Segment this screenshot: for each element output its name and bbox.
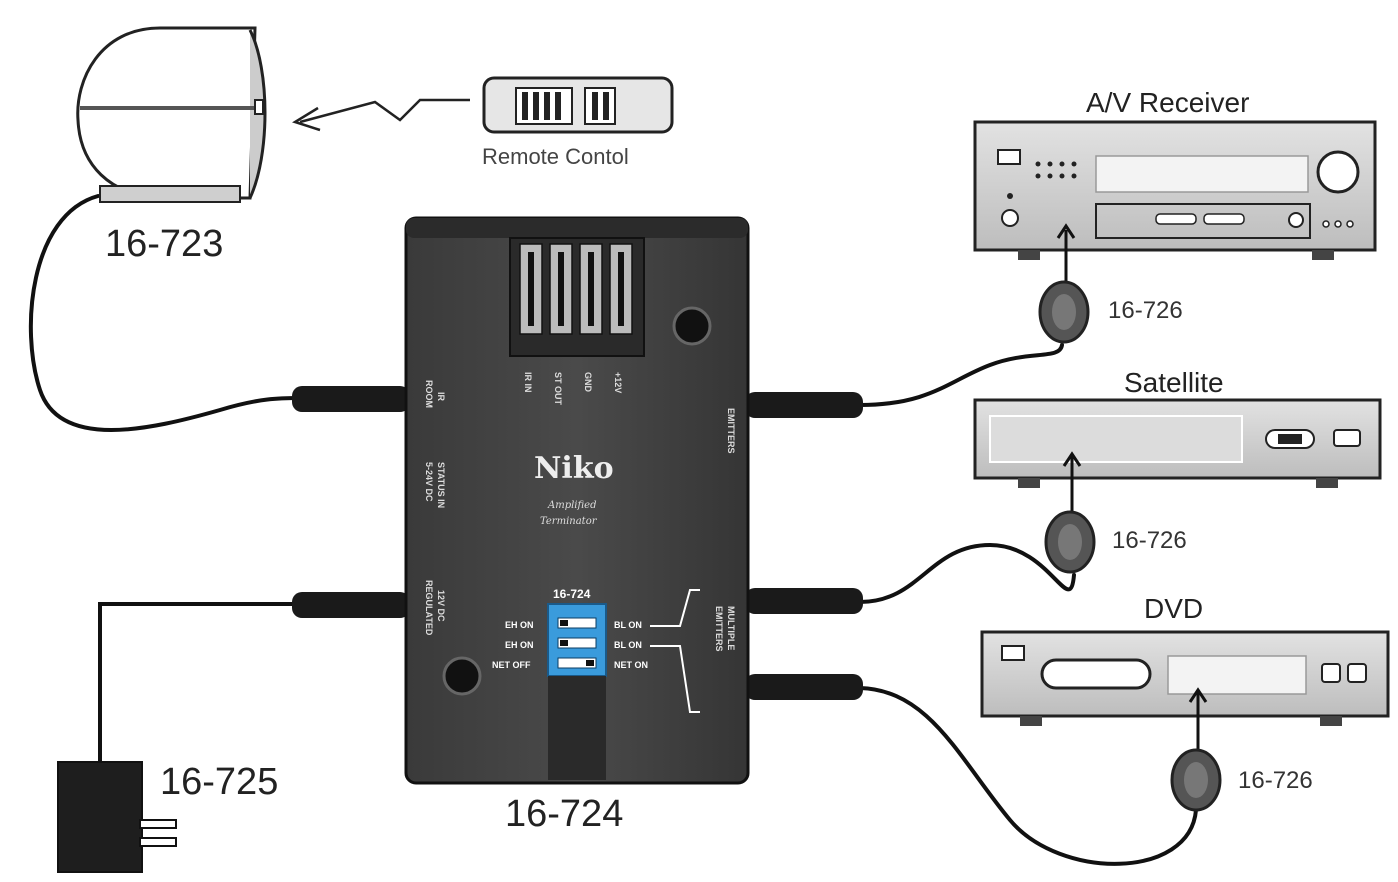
ir-receiver-part-label: 16-723 xyxy=(105,223,223,265)
hub-subtitle-2: Terminator xyxy=(540,516,598,527)
emitter-av-receiver-label: 16-726 xyxy=(1108,297,1183,324)
hub-jack-bottom xyxy=(442,656,482,696)
hub-part-label: 16-724 xyxy=(505,793,623,835)
device-satellite: Satellite 16-726 xyxy=(973,367,1382,574)
ir-receiver: 16-723 xyxy=(76,26,267,265)
hub-left-plugs xyxy=(292,386,410,618)
switch-title: 16-724 xyxy=(553,587,591,601)
remote-control: Remote Contol xyxy=(482,76,674,169)
device-dvd-name: DVD xyxy=(1144,593,1203,624)
cable-emitter-satellite xyxy=(858,542,1076,604)
dip-switch-2[interactable] xyxy=(557,637,597,649)
port-label-ir: IR xyxy=(436,392,446,402)
emitter-dvd: 16-726 xyxy=(1170,687,1313,812)
switch-right-3: NET ON xyxy=(614,660,648,670)
switch-right-1: BL ON xyxy=(614,620,642,630)
cable-ir-receiver xyxy=(28,194,302,432)
port-label-status-2: 5-24V DC xyxy=(424,462,434,502)
hub-brand-logo: Niko xyxy=(534,451,614,486)
device-dvd: DVD 16-726 xyxy=(980,593,1390,812)
hub-jack-top xyxy=(672,306,712,346)
cable-emitter-dvd xyxy=(858,686,1198,866)
cable-power xyxy=(98,602,302,764)
hub-subtitle-1: Amplified xyxy=(547,500,597,511)
port-label-power-2: REGULATED xyxy=(424,580,434,636)
terminal-label-1: IR IN xyxy=(523,372,533,393)
cables xyxy=(28,194,1198,866)
dip-switch-1[interactable] xyxy=(557,617,597,629)
port-label-room: ROOM xyxy=(424,380,434,408)
switch-right-2: BL ON xyxy=(614,640,642,650)
remote-control-label: Remote Contol xyxy=(482,144,629,169)
device-av-receiver: A/V Receiver 16-726 xyxy=(973,87,1377,344)
port-label-emitters: EMITTERS xyxy=(726,408,736,454)
port-label-status-1: STATUS IN xyxy=(436,462,446,508)
switch-left-1: EH ON xyxy=(505,620,534,630)
dip-switch-3[interactable] xyxy=(557,657,597,669)
cable-emitter-receiver xyxy=(858,343,1064,407)
device-satellite-name: Satellite xyxy=(1124,367,1224,398)
port-label-multiple-1: MULTIPLE xyxy=(726,606,736,650)
switch-left-3: NET OFF xyxy=(492,660,531,670)
emitter-satellite: 16-726 xyxy=(1044,451,1187,574)
port-label-power-1: 12V DC xyxy=(436,590,446,622)
power-supply-part-label: 16-725 xyxy=(160,761,278,803)
switch-left-2: EH ON xyxy=(505,640,534,650)
device-av-receiver-name: A/V Receiver xyxy=(1086,87,1249,118)
terminal-label-2: ST OUT xyxy=(553,372,563,406)
emitter-av-receiver: 16-726 xyxy=(1038,223,1183,344)
power-supply: 16-725 xyxy=(57,761,278,873)
port-label-multiple-2: EMITTERS xyxy=(714,606,724,652)
terminal-label-3: GND xyxy=(583,372,593,393)
terminal-label-4: +12V xyxy=(613,372,623,393)
hub-amplified-terminator: IR IN ST OUT GND +12V IR ROOM STATUS IN … xyxy=(292,216,863,835)
emitter-dvd-label: 16-726 xyxy=(1238,767,1313,794)
hub-terminal-block xyxy=(509,237,645,357)
emitter-satellite-label: 16-726 xyxy=(1112,527,1187,554)
ir-signal-arrow xyxy=(292,98,470,132)
hub-right-plugs xyxy=(745,392,863,700)
